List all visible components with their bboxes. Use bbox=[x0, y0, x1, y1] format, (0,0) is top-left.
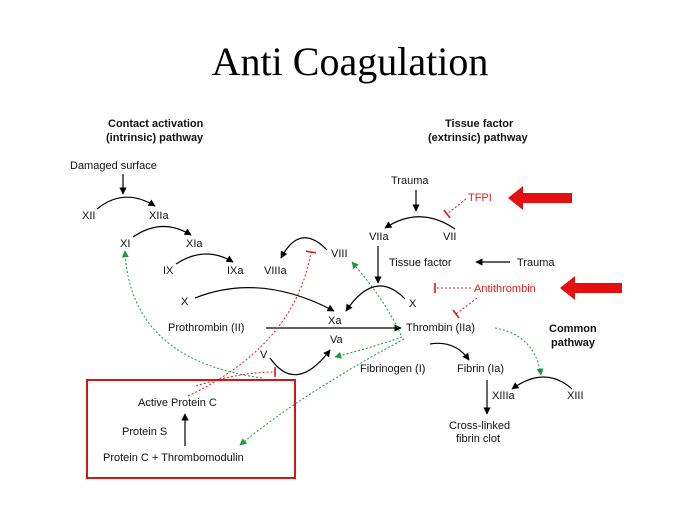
feedback-thrombin-to-xi bbox=[121, 250, 263, 379]
factor-xa: Xa bbox=[328, 315, 342, 327]
arrow-v-to-va bbox=[269, 349, 331, 376]
factor-tfpi: TFPI bbox=[468, 192, 492, 204]
arrow-vii-to-viia bbox=[384, 216, 456, 230]
factor-trauma-right: Trauma bbox=[517, 257, 555, 269]
factor-crosslinked-line1: Cross-linked bbox=[449, 420, 510, 432]
factor-crosslinked-line2: fibrin clot bbox=[456, 433, 500, 445]
factor-xii: XII bbox=[82, 210, 95, 222]
arrow-x-to-xa-left bbox=[194, 287, 335, 312]
factor-ix: IX bbox=[163, 265, 174, 277]
arrow-x-right-to-xa bbox=[345, 285, 406, 312]
factor-antithrombin: Antithrombin bbox=[474, 283, 536, 295]
factor-vii: VII bbox=[443, 231, 456, 243]
factor-xia: XIa bbox=[186, 238, 203, 250]
factor-viiia: VIIIa bbox=[264, 265, 288, 277]
arrow-xi-to-xia bbox=[132, 225, 192, 238]
factor-fibrin: Fibrin (Ia) bbox=[457, 363, 504, 375]
slide-title: Anti Coagulation bbox=[211, 39, 489, 84]
factor-viia: VIIa bbox=[369, 231, 389, 243]
feedback-thrombin-to-viii bbox=[351, 261, 402, 336]
inhibit-antithrombin-thrombin bbox=[452, 297, 478, 319]
highlight-arrow-tfpi bbox=[508, 186, 572, 210]
protein-c-box bbox=[86, 379, 296, 479]
feedback-thrombin-to-thrombomodulin bbox=[239, 338, 405, 446]
arrow-ix-to-ixa bbox=[175, 253, 234, 265]
intrinsic-header-line1: Contact activation bbox=[108, 118, 204, 130]
extrinsic-header-line2: (extrinsic) pathway bbox=[428, 132, 529, 144]
factor-ixa: IXa bbox=[227, 265, 244, 277]
factor-xiia: XIIa bbox=[149, 210, 169, 222]
arrow-xiii-to-xiiia bbox=[511, 376, 573, 390]
common-header-line1: Common bbox=[549, 323, 597, 335]
factor-va: Va bbox=[330, 334, 344, 346]
extrinsic-header-line1: Tissue factor bbox=[445, 118, 514, 130]
inhibit-apc-v bbox=[195, 366, 276, 387]
factor-x-right: X bbox=[409, 298, 417, 310]
label-active-protein-c: Active Protein C bbox=[138, 397, 217, 409]
arrow-viii-to-viiia bbox=[280, 237, 328, 259]
common-header-line2: pathway bbox=[551, 337, 596, 349]
factor-xi: XI bbox=[120, 238, 130, 250]
arrow-fibrinogen-to-fibrin bbox=[429, 342, 470, 361]
factor-viii: VIII bbox=[331, 248, 348, 260]
factor-thrombin: Thrombin (IIa) bbox=[406, 322, 475, 334]
arrow-xii-to-xiia bbox=[96, 196, 156, 210]
intrinsic-header-line2: (intrinsic) pathway bbox=[106, 132, 204, 144]
inhibit-apc-viii bbox=[187, 250, 317, 397]
feedback-thrombin-to-v bbox=[334, 336, 403, 359]
factor-v: V bbox=[260, 349, 268, 361]
factor-prothrombin: Prothrombin (II) bbox=[168, 322, 244, 334]
factor-fibrinogen: Fibrinogen (I) bbox=[360, 363, 425, 375]
label-protein-s: Protein S bbox=[122, 426, 167, 438]
label-protein-c-thrombomodulin: Protein C + Thrombomodulin bbox=[103, 452, 244, 464]
inhibit-tfpi bbox=[443, 198, 467, 219]
factor-damaged-surface: Damaged surface bbox=[70, 160, 157, 172]
highlight-arrow-antithrombin bbox=[560, 276, 622, 300]
factor-trauma-top: Trauma bbox=[391, 175, 429, 187]
factor-xiii: XIII bbox=[567, 390, 584, 402]
factor-xiiia: XIIIa bbox=[492, 390, 516, 402]
factor-tissue-factor: Tissue factor bbox=[389, 257, 452, 269]
factor-x-left: X bbox=[181, 296, 189, 308]
